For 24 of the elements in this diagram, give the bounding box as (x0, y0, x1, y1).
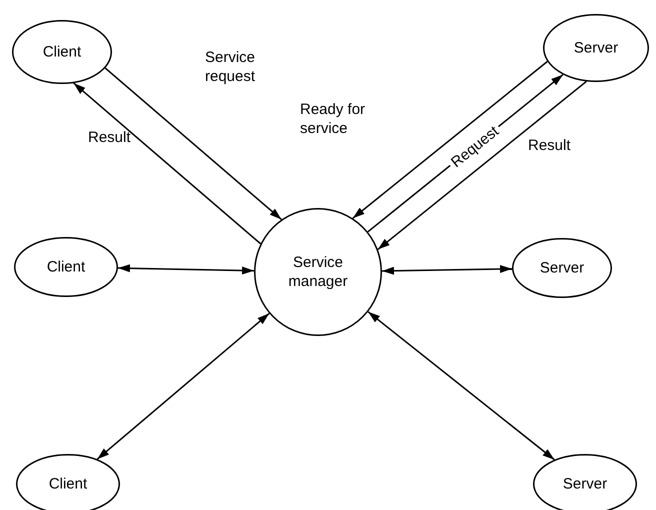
edge-label: Ready for service (300, 100, 366, 138)
ellipse-node (12, 20, 112, 84)
node-label: Server (538, 258, 586, 278)
node-label: Server (572, 38, 620, 58)
edge-label: Service request (205, 48, 256, 86)
edge-label: Result (528, 136, 571, 155)
node-label: Client (46, 258, 86, 276)
arrow (368, 311, 555, 460)
ellipse-node (543, 14, 649, 82)
arrow (118, 264, 254, 274)
circle-node (254, 208, 382, 336)
arrow (73, 82, 262, 244)
edge-label: Result (88, 128, 131, 147)
arrow (377, 80, 587, 250)
node-label: Server (562, 474, 608, 494)
arrow (352, 60, 548, 219)
arrow (96, 312, 270, 460)
node-label: Client (48, 474, 88, 494)
node-label: Client (42, 42, 82, 62)
ellipse-node (14, 237, 118, 297)
ellipse-node (512, 238, 612, 298)
node-label: Service manager (287, 253, 349, 291)
arrow (382, 265, 512, 275)
arrow (104, 68, 282, 220)
